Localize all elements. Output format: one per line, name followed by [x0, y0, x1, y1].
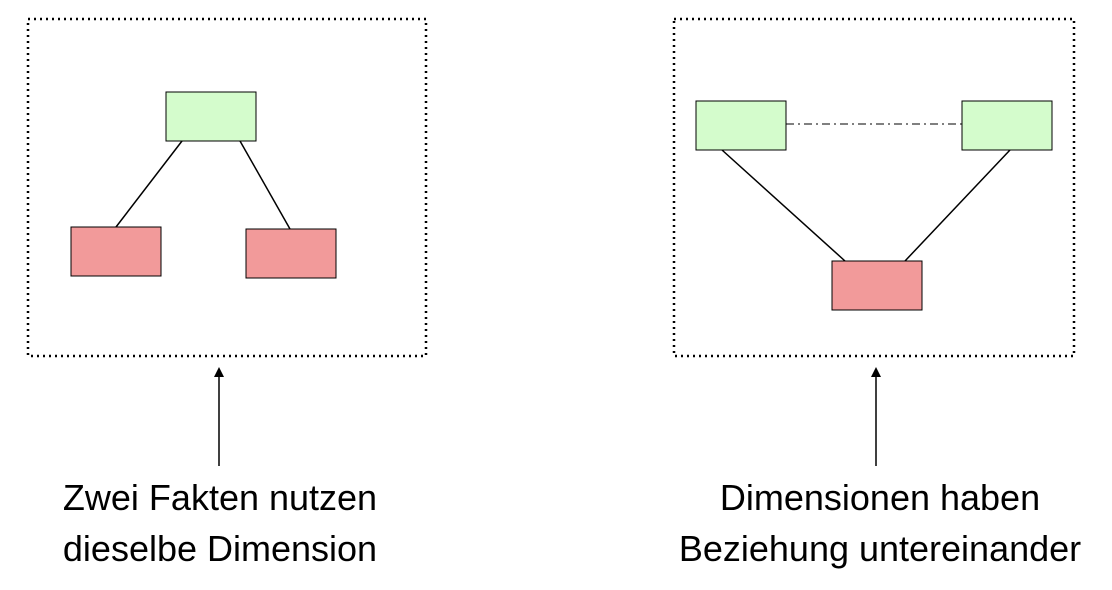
left-dimension-box — [165, 91, 257, 142]
left-caption: Zwei Fakten nutzen dieselbe Dimension — [0, 472, 480, 574]
right-panel-frame — [672, 17, 1076, 358]
right-panel — [672, 17, 1076, 466]
left-connector-2 — [239, 140, 291, 230]
right-caption: Dimensionen haben Beziehung untereinande… — [620, 472, 1112, 574]
right-caption-line-1: Dimensionen haben — [719, 477, 1041, 518]
left-fact-box-1 — [70, 226, 162, 277]
right-caption-line-2: Beziehung untereinander — [678, 528, 1082, 569]
right-dimension-box-2 — [961, 100, 1053, 151]
right-connector-1 — [721, 149, 846, 262]
left-fact-box-2 — [245, 228, 337, 279]
left-caption-line-1: Zwei Fakten nutzen — [62, 477, 378, 518]
right-fact-box — [831, 260, 923, 311]
left-panel-frame — [26, 17, 428, 358]
left-connector-1 — [115, 140, 183, 228]
right-connector-2 — [904, 149, 1011, 262]
left-caption-line-2: dieselbe Dimension — [62, 528, 378, 569]
right-dimension-box-1 — [695, 100, 787, 151]
left-panel — [26, 17, 428, 466]
